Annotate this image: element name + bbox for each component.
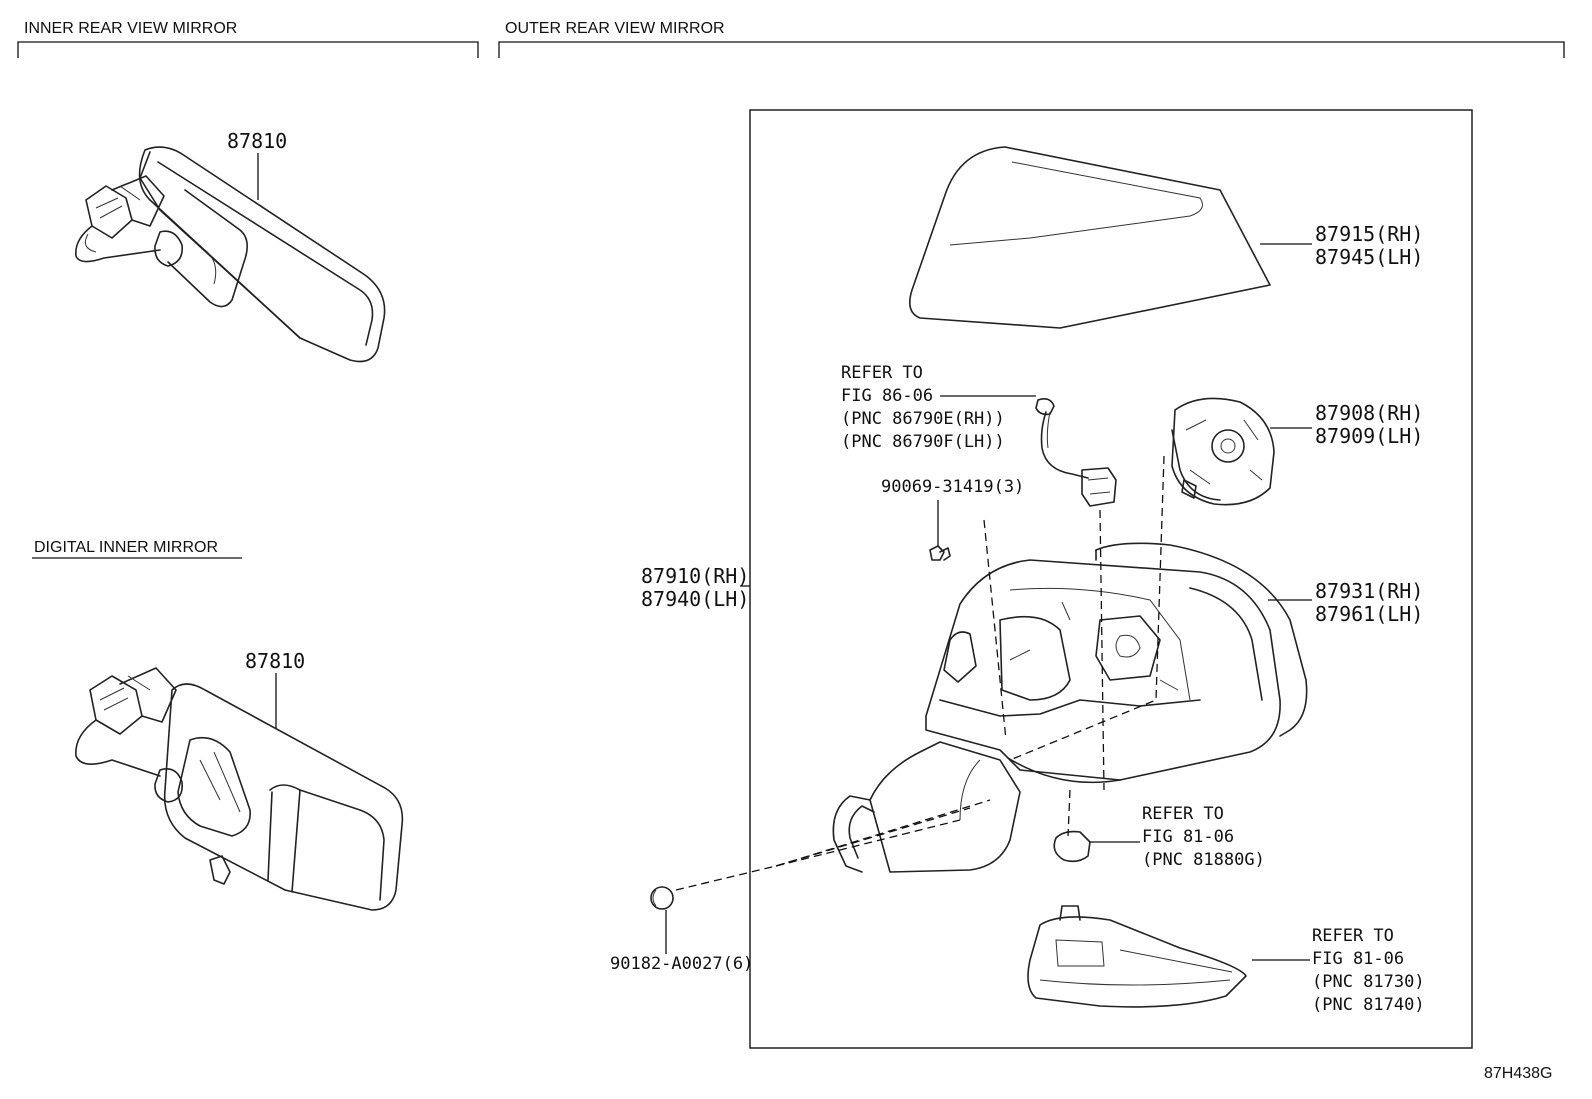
part-number-cover-lh: 87945(LH) [1315, 245, 1423, 269]
section-title-outer: OUTER REAR VIEW MIRROR [505, 20, 725, 37]
signal-ref-line-3: (PNC 81730) [1312, 972, 1425, 992]
bulb-reference-note: REFER TO FIG 81-06 (PNC 81880G) [1142, 804, 1265, 870]
part-number-assembly-rh: 87910(RH) [641, 564, 749, 588]
signal-ref-line-4: (PNC 81740) [1312, 995, 1425, 1015]
section-bracket-outer [498, 41, 1565, 58]
bulb-ref-line-2: FIG 81-06 [1142, 827, 1234, 847]
part-number-clip: 90182-A0027(6) [610, 954, 753, 974]
bulb-ref-line-1: REFER TO [1142, 804, 1224, 824]
section-inner-rear-view-mirror: INNER REAR VIEW MIRROR [17, 20, 479, 58]
screw-illustration [929, 545, 951, 561]
bulb-ref-line-3: (PNC 81880G) [1142, 850, 1265, 870]
turn-signal-reference-note: REFER TO FIG 81-06 (PNC 81730) (PNC 8174… [1312, 926, 1425, 1015]
figure-code: 87H438G [1484, 1065, 1553, 1082]
section-bracket-inner [17, 41, 479, 58]
camera-cable-illustration [1035, 398, 1117, 507]
part-number-cover-rh: 87915(RH) [1315, 222, 1423, 246]
camera-reference-note: REFER TO FIG 86-06 (PNC 86790E(RH)) (PNC… [841, 363, 1005, 452]
section-title-inner: INNER REAR VIEW MIRROR [24, 20, 237, 37]
part-number-body-lh: 87961(LH) [1315, 602, 1423, 626]
part-number-digital-mirror: 87810 [245, 649, 305, 673]
section-outer-rear-view-mirror: OUTER REAR VIEW MIRROR [498, 20, 1565, 58]
camera-ref-line-1: REFER TO [841, 363, 923, 383]
outer-mirror-frame [749, 109, 1473, 1049]
mirror-cover-illustration [909, 146, 1271, 329]
assembly-dashed-lines [675, 455, 1165, 891]
camera-ref-line-4: (PNC 86790F(LH)) [841, 432, 1005, 452]
bulb-illustration [1053, 830, 1091, 863]
turn-signal-illustration [1027, 905, 1247, 1008]
part-number-screw: 90069-31419(3) [881, 477, 1024, 497]
inner-mirror-illustration [75, 146, 386, 363]
part-number-actuator-rh: 87908(RH) [1315, 401, 1423, 425]
digital-mirror-illustration [75, 667, 404, 911]
signal-ref-line-2: FIG 81-06 [1312, 949, 1404, 969]
mirror-body-illustration [832, 542, 1308, 873]
part-number-inner-mirror: 87810 [227, 129, 287, 153]
signal-ref-line-1: REFER TO [1312, 926, 1394, 946]
section-title-digital: DIGITAL INNER MIRROR [34, 539, 218, 556]
camera-ref-line-3: (PNC 86790E(RH)) [841, 409, 1005, 429]
clip-illustration [650, 886, 674, 910]
part-number-assembly-lh: 87940(LH) [641, 587, 749, 611]
camera-ref-line-2: FIG 86-06 [841, 386, 933, 406]
section-digital-inner-mirror: DIGITAL INNER MIRROR [32, 539, 242, 559]
actuator-illustration [1171, 397, 1275, 506]
part-number-body-rh: 87931(RH) [1315, 579, 1423, 603]
part-number-actuator-lh: 87909(LH) [1315, 424, 1423, 448]
